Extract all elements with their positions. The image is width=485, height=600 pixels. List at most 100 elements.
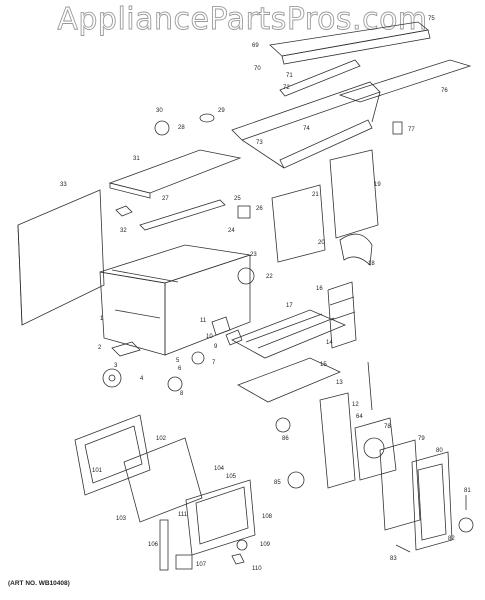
label-70: 70	[254, 66, 261, 72]
label-102: 102	[156, 436, 167, 442]
part-26	[237, 205, 251, 219]
label-80: 80	[436, 448, 443, 454]
oven-body	[99, 244, 251, 356]
label-108: 108	[262, 514, 273, 520]
strip-106	[159, 519, 169, 571]
label-73: 73	[256, 140, 263, 146]
backguard-assembly	[231, 81, 381, 169]
label-83: 83	[390, 556, 397, 562]
label-85: 85	[274, 480, 281, 486]
label-71: 71	[286, 73, 293, 79]
oven-rack-16	[327, 281, 357, 349]
label-28: 28	[178, 125, 185, 131]
label-18: 18	[368, 261, 375, 267]
part-109	[236, 539, 248, 551]
bracket-27	[139, 199, 226, 231]
label-10: 10	[206, 334, 213, 340]
label-7: 7	[212, 360, 216, 366]
watermark: AppliancePartsPros.com	[57, 2, 428, 38]
part-8	[191, 351, 205, 365]
label-12: 12	[352, 402, 359, 408]
clock-78	[354, 417, 397, 481]
clip-part	[392, 121, 403, 135]
screw-7	[167, 376, 183, 392]
label-69: 69	[252, 43, 259, 49]
label-74: 74	[303, 126, 310, 132]
label-9: 9	[214, 344, 218, 350]
label-78: 78	[384, 424, 391, 430]
label-23: 23	[250, 252, 257, 258]
door-frame-101	[74, 414, 151, 496]
cooktop-panel	[108, 149, 242, 194]
label-1: 1	[100, 316, 104, 322]
part-labels: 75 69 70 71 72 76 74 73 77 30 29 28 31 2…	[60, 16, 471, 572]
oven-rack-17	[231, 309, 347, 359]
label-14: 14	[326, 340, 333, 346]
label-82: 82	[448, 536, 455, 542]
door-liner-108	[185, 479, 256, 556]
frame-80	[411, 451, 453, 551]
label-105: 105	[226, 474, 237, 480]
label-106: 106	[148, 542, 159, 548]
label-25: 25	[234, 196, 241, 202]
label-20: 20	[318, 240, 325, 246]
label-19: 19	[374, 182, 381, 188]
label-27: 27	[162, 196, 169, 202]
label-8: 8	[180, 391, 184, 397]
label-109: 109	[260, 542, 271, 548]
label-64: 64	[356, 414, 363, 420]
label-111: 111	[178, 512, 188, 518]
label-6: 6	[178, 366, 182, 372]
bracket-11	[211, 316, 231, 336]
knob-85	[287, 471, 305, 489]
clip-32	[115, 205, 133, 217]
label-22: 22	[266, 274, 273, 280]
bracket-10	[225, 329, 243, 346]
label-15: 15	[320, 362, 327, 368]
label-30: 30	[156, 108, 163, 114]
bracket-2	[111, 341, 141, 357]
label-79: 79	[418, 436, 425, 442]
label-16: 16	[316, 286, 323, 292]
drip-panel	[338, 59, 472, 103]
label-4: 4	[140, 376, 144, 382]
label-26: 26	[256, 206, 263, 212]
part-110	[231, 553, 245, 565]
thermostat-86	[275, 417, 291, 433]
label-33: 33	[60, 182, 67, 188]
upper-rail	[279, 59, 361, 97]
door-glass-102	[123, 437, 203, 523]
label-32: 32	[120, 228, 127, 234]
bolt-30	[154, 120, 170, 136]
label-24: 24	[228, 228, 235, 234]
side-panel-33	[17, 189, 105, 326]
label-110: 110	[252, 566, 262, 572]
label-72: 72	[283, 85, 290, 91]
washer-4	[102, 368, 122, 388]
hinge-107	[175, 554, 193, 570]
art-number: (ART NO. WB10408)	[8, 580, 70, 587]
label-31: 31	[133, 156, 140, 162]
panel-18	[339, 233, 373, 266]
knob-22	[237, 267, 255, 285]
label-101: 101	[92, 468, 103, 474]
label-107: 107	[196, 562, 207, 568]
label-86: 86	[282, 436, 289, 442]
broil-pan-15	[237, 357, 341, 403]
label-103: 103	[116, 516, 127, 522]
panel-20	[271, 184, 326, 263]
label-17: 17	[286, 303, 293, 309]
label-29: 29	[218, 108, 225, 114]
label-21: 21	[312, 192, 319, 198]
part-82	[458, 517, 474, 533]
label-81: 81	[464, 488, 471, 494]
label-76: 76	[441, 88, 448, 94]
label-11: 11	[200, 318, 207, 324]
label-77: 77	[408, 127, 415, 133]
label-13: 13	[336, 380, 343, 386]
label-75: 75	[428, 16, 435, 22]
knob-29	[199, 113, 215, 123]
top-trim-panel	[269, 21, 431, 65]
